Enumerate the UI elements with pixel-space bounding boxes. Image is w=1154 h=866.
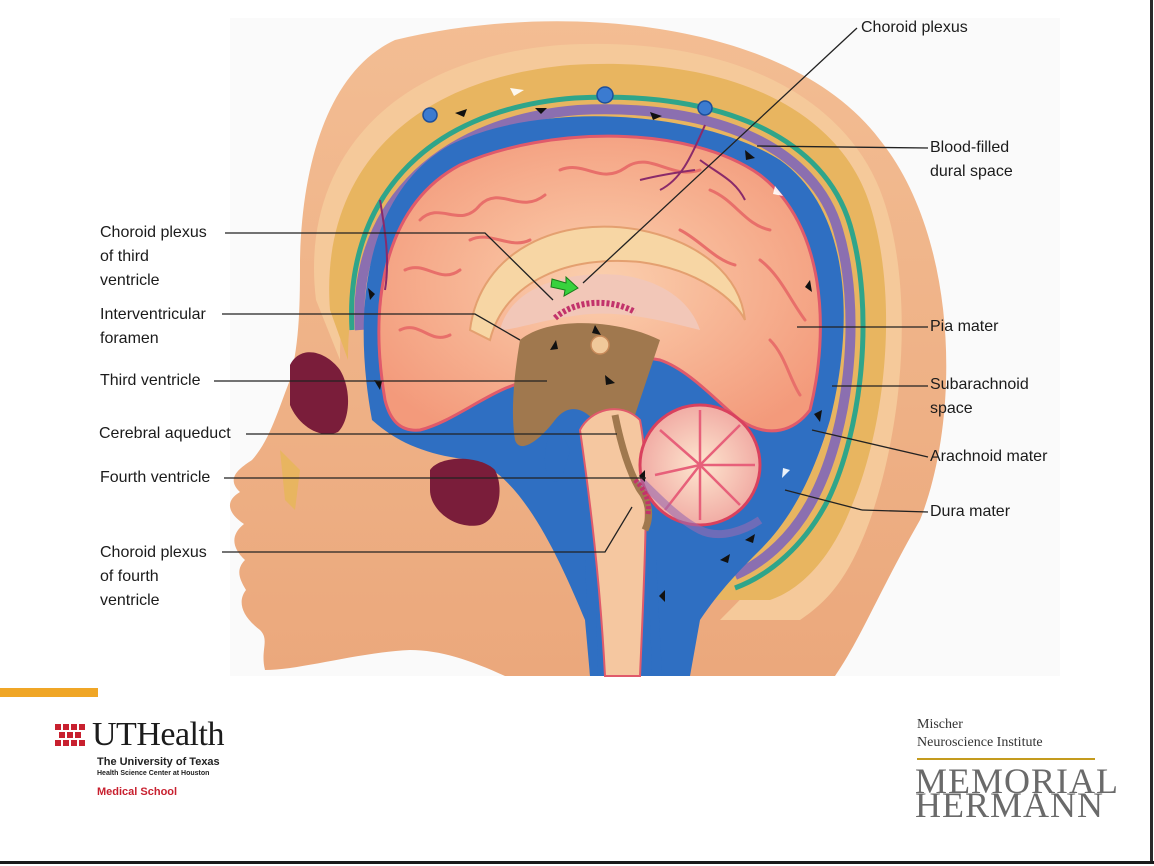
label-third-ventricle: Third ventricle: [100, 372, 201, 389]
hermann-wordmark: HERMANN: [915, 785, 1105, 825]
choroid-plexus-third: [552, 299, 637, 321]
mischer-line: Mischer: [917, 717, 963, 732]
corpus-callosum: [468, 225, 746, 342]
uthealth-logo: UTHealth The University of Texas Health …: [55, 716, 255, 806]
label-cerebral-aqueduct: Cerebral aqueduct: [99, 425, 231, 442]
uthealth-line2: Health Science Center at Houston: [97, 770, 210, 777]
frame-bottom-border: [0, 861, 1154, 864]
skull-bone: [329, 63, 887, 600]
mh-gold-rule: [917, 758, 1095, 760]
label-fourth-ventricle: Fourth ventricle: [100, 469, 211, 486]
uthealth-line1: The University of Texas: [97, 756, 220, 768]
uthealth-grid-icon: [55, 724, 85, 746]
label-pia-mater: Pia mater: [930, 318, 999, 335]
neuroscience-institute-line: Neuroscience Institute: [917, 735, 1043, 750]
cerebral-aqueduct: [611, 414, 653, 532]
scalp: [314, 43, 902, 620]
label-arachnoid-mater: Arachnoid mater: [930, 448, 1048, 465]
accent-bar: [0, 688, 98, 697]
sphenoid-sinus: [430, 458, 500, 526]
frame-right-border: [1150, 0, 1153, 864]
label-dura-mater: Dura mater: [930, 503, 1011, 520]
label-choroid-plexus: Choroid plexus: [861, 19, 968, 36]
memorial-wordmark: MEMORIAL: [915, 761, 1119, 801]
memorial-hermann-logo: Mischer Neuroscience Institute MEMORIAL …: [913, 717, 1118, 827]
uthealth-name: UTHealth: [92, 716, 224, 753]
uthealth-line3: Medical School: [97, 786, 178, 798]
choroid-plexus-fourth: [633, 478, 651, 516]
frontal-sinus: [290, 352, 349, 435]
